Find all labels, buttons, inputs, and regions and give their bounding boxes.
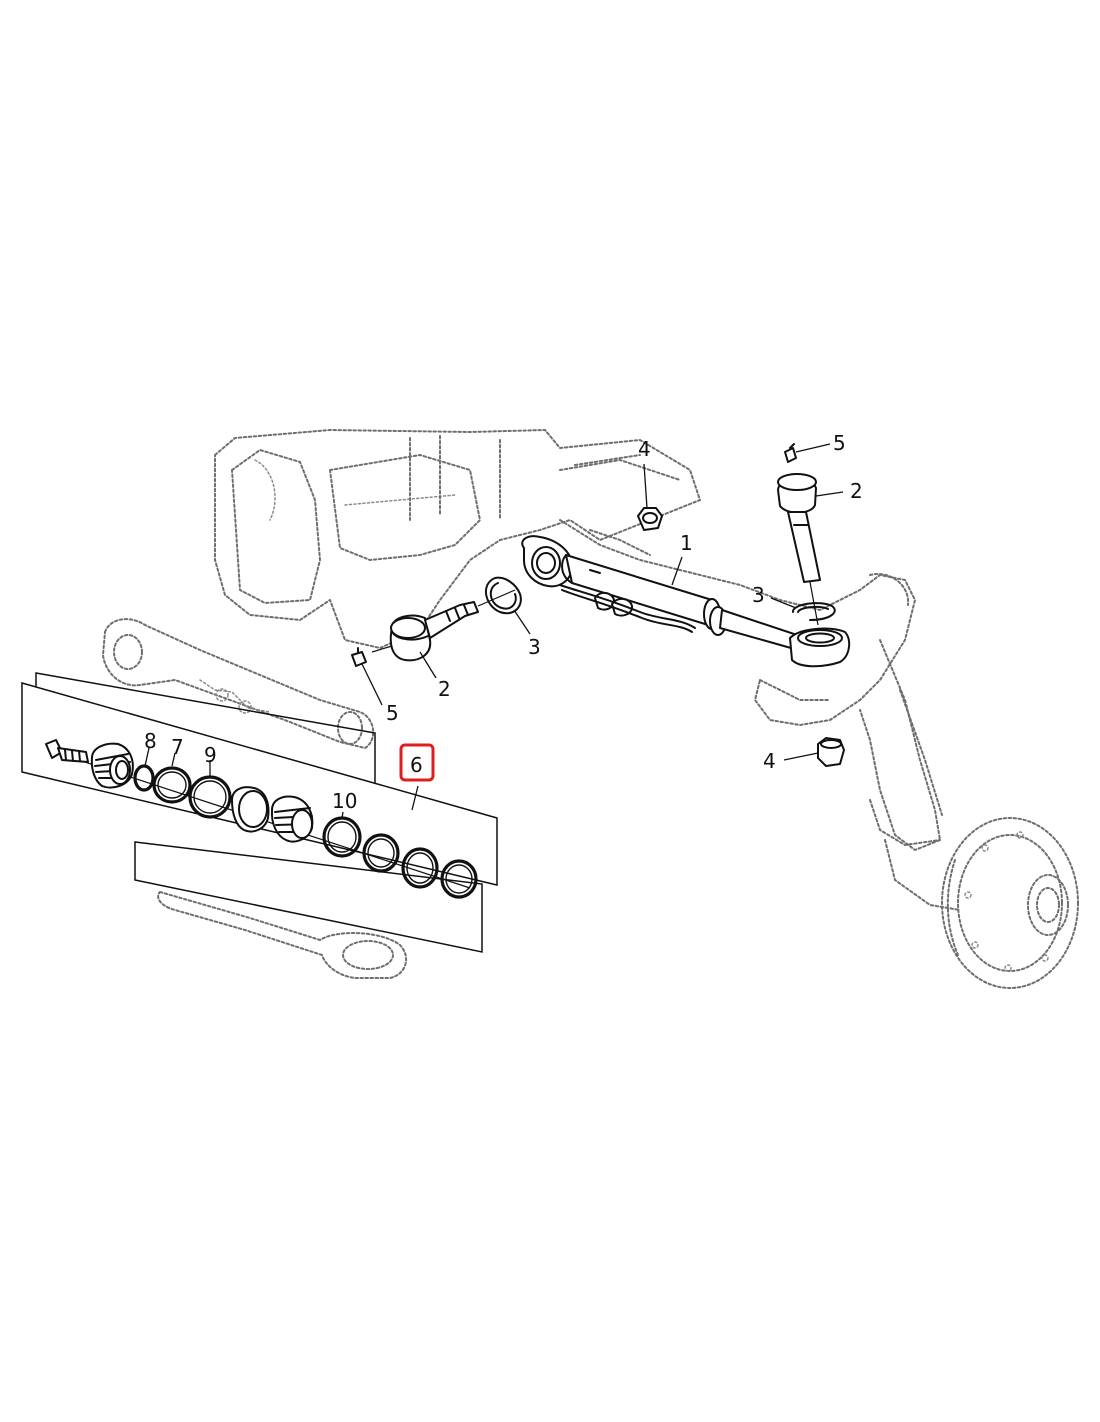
callout-8[interactable]: 8 bbox=[144, 729, 157, 753]
circlip-left bbox=[485, 576, 522, 615]
callout-1[interactable]: 1 bbox=[680, 531, 693, 555]
bleed-screw-left bbox=[351, 647, 367, 667]
steering-cylinder bbox=[521, 535, 851, 668]
callout-4-bottom[interactable]: 4 bbox=[763, 749, 776, 773]
highlight-box-6 bbox=[399, 743, 435, 782]
ball-joint-left bbox=[371, 589, 516, 662]
nut-bottom bbox=[817, 737, 845, 767]
ball-joint-right bbox=[777, 473, 821, 626]
callout-9[interactable]: 9 bbox=[204, 743, 217, 767]
circlip-right bbox=[792, 602, 836, 621]
leader-lines bbox=[144, 443, 844, 819]
axle-housing-ghost bbox=[214, 429, 961, 911]
nut-top bbox=[637, 507, 663, 531]
callout-5-left[interactable]: 5 bbox=[386, 701, 399, 725]
wheel-hub-ghost bbox=[941, 817, 1079, 989]
callout-2-left[interactable]: 2 bbox=[438, 677, 451, 701]
callout-3-right[interactable]: 3 bbox=[752, 583, 765, 607]
bleed-screw-right bbox=[784, 443, 797, 463]
callout-2-top[interactable]: 2 bbox=[850, 479, 863, 503]
seal-kit-parts bbox=[45, 739, 478, 899]
cylinder-ghost-upper bbox=[102, 618, 375, 749]
callout-7[interactable]: 7 bbox=[171, 735, 184, 759]
callouts: 1 2 2 3 3 4 4 5 5 6 7 8 9 10 bbox=[144, 431, 863, 813]
callout-4-top[interactable]: 4 bbox=[638, 437, 651, 461]
callout-10[interactable]: 10 bbox=[332, 789, 357, 813]
callout-3-left[interactable]: 3 bbox=[528, 635, 541, 659]
callout-6[interactable]: 6 bbox=[410, 753, 423, 777]
cylinder-ghost-lower bbox=[157, 891, 408, 979]
callout-5-top[interactable]: 5 bbox=[833, 431, 846, 455]
